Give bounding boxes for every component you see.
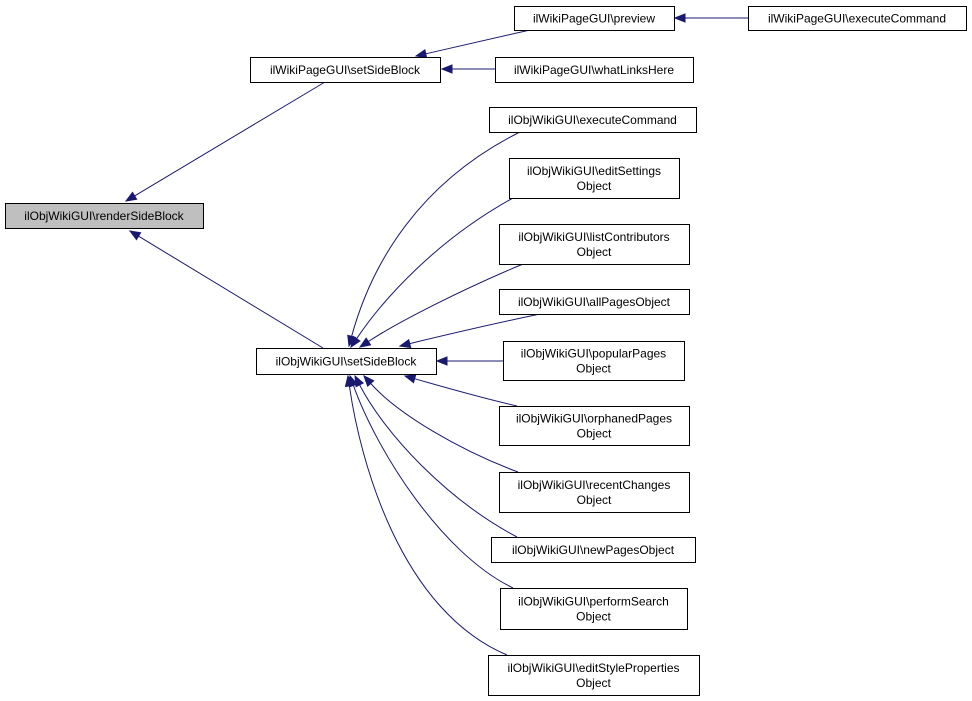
node-label: ilObjWikiGUI\executeCommand	[508, 113, 677, 127]
edge-line	[409, 313, 541, 345]
edge-line	[368, 263, 524, 342]
edge-objExecuteCommand-to-objSetSideBlock	[347, 131, 521, 348]
edge-line	[138, 235, 324, 349]
node-newPages[interactable]: ilObjWikiGUI\newPagesObject	[491, 537, 696, 563]
node-objExecuteCommand[interactable]: ilObjWikiGUI\executeCommand	[489, 107, 697, 133]
node-box	[256, 348, 437, 375]
node-box	[5, 203, 204, 229]
node-label: ilWikiPageGUI\whatLinksHere	[514, 63, 674, 77]
edge-orphanedPages-to-objSetSideBlock	[403, 374, 518, 407]
node-box	[495, 57, 694, 83]
node-label: ilObjWikiGUI\editSettings	[527, 164, 661, 178]
node-label: ilObjWikiGUI\setSideBlock	[276, 355, 418, 369]
node-label: ilObjWikiGUI\popularPages	[521, 347, 666, 361]
node-label: Object	[577, 427, 612, 441]
node-box	[488, 655, 700, 696]
node-label: ilObjWikiGUI\listContributors	[518, 230, 669, 244]
edge-line	[356, 197, 514, 339]
node-box	[499, 289, 690, 315]
node-box	[509, 158, 680, 199]
node-label: Object	[576, 610, 611, 624]
node-label: ilObjWikiGUI\orphanedPages	[516, 412, 672, 426]
node-label: Object	[577, 179, 612, 193]
edge-performSearch-to-objSetSideBlock	[349, 374, 514, 589]
edge-arrowhead	[344, 374, 355, 388]
edge-listContributors-to-objSetSideBlock	[358, 263, 524, 348]
edge-editSettings-to-objSetSideBlock	[350, 197, 514, 349]
node-box	[499, 224, 690, 265]
edge-preview-to-pageSetSideBlock	[414, 29, 531, 59]
node-box	[514, 6, 675, 31]
node-label: Object	[576, 676, 611, 690]
edge-line	[134, 81, 326, 197]
edge-whatLinksHere-to-pageSetSideBlock	[440, 64, 495, 74]
node-label: ilObjWikiGUI\allPagesObject	[518, 295, 671, 309]
edge-arrowhead	[363, 374, 375, 387]
edge-popularPages-to-objSetSideBlock	[435, 356, 503, 366]
node-label: ilWikiPageGUI\preview	[533, 12, 655, 26]
node-box	[250, 57, 441, 83]
edge-arrowhead	[414, 49, 428, 59]
edge-pageSetSideBlock-to-renderSideBlock	[124, 81, 326, 202]
edge-arrowhead	[435, 356, 448, 366]
edge-objSetSideBlock-to-renderSideBlock	[128, 230, 324, 349]
node-label: ilObjWikiGUI\performSearch	[518, 595, 669, 609]
edge-line	[425, 29, 531, 55]
edge-line	[359, 384, 518, 538]
node-label: ilObjWikiGUI\renderSideBlock	[24, 209, 184, 223]
node-box	[499, 406, 690, 446]
node-label: ilObjWikiGUI\newPagesObject	[512, 543, 675, 557]
edge-line	[352, 385, 514, 589]
node-pageSetSideBlock[interactable]: ilWikiPageGUI\setSideBlock	[250, 57, 441, 83]
edge-line	[348, 385, 508, 656]
edge-arrowhead	[124, 191, 138, 202]
edge-arrowhead	[440, 64, 453, 74]
node-renderSideBlock[interactable]: ilObjWikiGUI\renderSideBlock	[5, 203, 204, 229]
edge-arrowhead	[354, 374, 365, 388]
node-box	[503, 341, 685, 381]
edge-line	[414, 378, 518, 407]
node-box	[491, 537, 696, 563]
node-label: ilObjWikiGUI\recentChanges	[518, 478, 671, 492]
node-label: Object	[577, 493, 612, 507]
node-label: ilObjWikiGUI\editStyleProperties	[507, 661, 679, 675]
node-box	[500, 588, 688, 630]
edge-arrowhead	[350, 335, 361, 349]
nodes-layer: ilObjWikiGUI\renderSideBlock ilWikiPageGU…	[5, 6, 967, 696]
node-label: ilWikiPageGUI\setSideBlock	[270, 63, 421, 77]
edge-arrowhead	[358, 337, 372, 348]
edges-layer	[124, 13, 748, 656]
node-objSetSideBlock[interactable]: ilObjWikiGUI\setSideBlock	[256, 348, 437, 375]
node-preview[interactable]: ilWikiPageGUI\preview	[514, 6, 675, 31]
edge-line	[370, 383, 519, 473]
edge-arrowhead	[398, 338, 412, 349]
node-box	[489, 107, 697, 133]
edge-recentChanges-to-objSetSideBlock	[363, 374, 519, 473]
node-whatLinksHere[interactable]: ilWikiPageGUI\whatLinksHere	[495, 57, 694, 83]
node-label: Object	[576, 362, 611, 376]
node-allPages[interactable]: ilObjWikiGUI\allPagesObject	[499, 289, 690, 315]
node-box	[499, 472, 690, 513]
edge-line	[351, 131, 521, 337]
node-box	[748, 6, 967, 31]
edge-arrowhead	[403, 374, 417, 384]
node-label: ilWikiPageGUI\executeCommand	[768, 12, 946, 26]
edge-arrowhead	[673, 13, 686, 23]
node-label: Object	[577, 245, 612, 259]
edge-allPages-to-objSetSideBlock	[398, 313, 541, 349]
edge-arrowhead	[128, 230, 142, 241]
node-pageExecuteCommand[interactable]: ilWikiPageGUI\executeCommand	[748, 6, 967, 31]
edge-editStyleProperties-to-objSetSideBlock	[344, 374, 508, 656]
edge-pageExecuteCommand-to-preview	[673, 13, 748, 23]
